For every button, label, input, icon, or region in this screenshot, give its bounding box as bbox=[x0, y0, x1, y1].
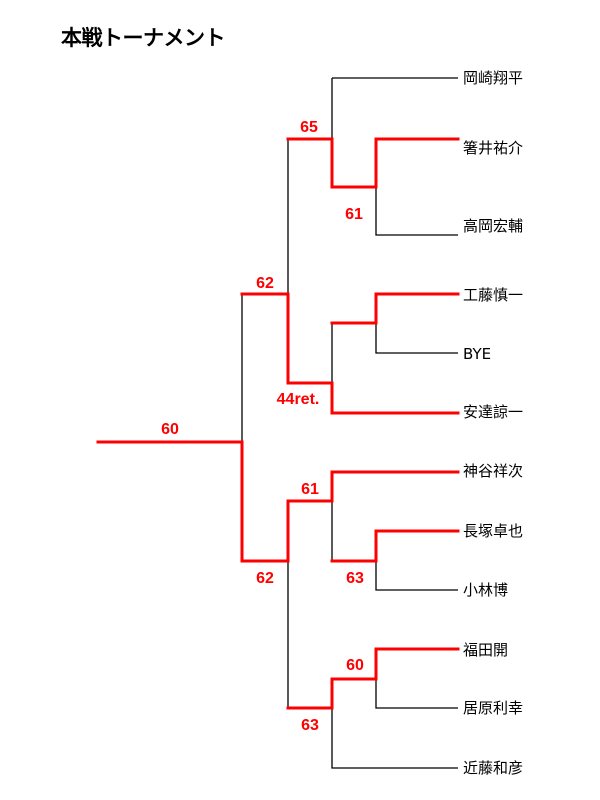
loser-lines bbox=[241, 77, 458, 769]
line-bye bbox=[375, 323, 458, 354]
player-name: BYE bbox=[463, 345, 492, 363]
score-label: 61 bbox=[345, 206, 363, 223]
line-ihara bbox=[375, 679, 458, 709]
page-title: 本戦トーナメント bbox=[61, 26, 226, 50]
path-adachi bbox=[240, 292, 460, 415]
line-kondo bbox=[331, 708, 458, 769]
scores: 65 61 62 44ret. 60 61 62 63 60 63 bbox=[161, 119, 364, 734]
line-kobayashi bbox=[375, 561, 458, 591]
score-label: 61 bbox=[301, 481, 319, 498]
score-label: 65 bbox=[300, 119, 318, 136]
path-kudo bbox=[330, 292, 460, 325]
score-label: 60 bbox=[346, 657, 364, 674]
player-name: 安達諒一 bbox=[463, 403, 524, 421]
player-name: 神谷祥次 bbox=[463, 462, 524, 480]
winner-lines bbox=[96, 137, 460, 710]
line-okazaki bbox=[331, 77, 458, 139]
score-label: 62 bbox=[256, 570, 274, 587]
path-kamiya bbox=[96, 440, 460, 563]
path-hashii bbox=[286, 137, 460, 189]
player-name: 工藤慎一 bbox=[463, 286, 524, 304]
player-name: 箸井祐介 bbox=[463, 139, 524, 157]
line-takaoka bbox=[375, 187, 458, 236]
player-name: 岡崎翔平 bbox=[463, 69, 524, 87]
player-name: 小林博 bbox=[463, 581, 509, 599]
score-label: 63 bbox=[346, 570, 364, 587]
score-label: 62 bbox=[256, 275, 274, 292]
path-nagatsuka bbox=[330, 529, 460, 563]
score-label: 63 bbox=[301, 717, 319, 734]
player-name: 高岡宏輔 bbox=[463, 217, 524, 235]
score-label: 60 bbox=[161, 421, 179, 438]
score-label: 44ret. bbox=[277, 391, 320, 408]
player-name: 福田開 bbox=[463, 641, 509, 659]
player-name: 近藤和彦 bbox=[463, 759, 524, 777]
player-name: 居原利幸 bbox=[463, 699, 524, 717]
path-fukuda bbox=[286, 647, 460, 710]
player-name: 長塚卓也 bbox=[463, 522, 524, 540]
